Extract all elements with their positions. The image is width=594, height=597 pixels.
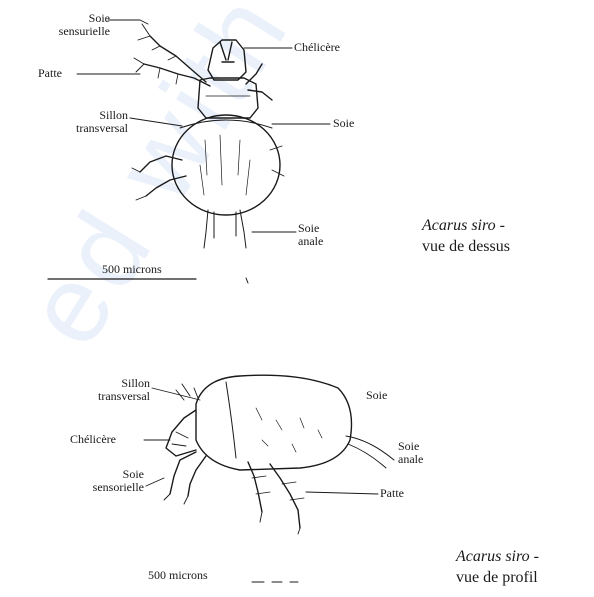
caption-side-view: Acarus siro - vue de profil bbox=[456, 546, 539, 588]
scale-label-side: 500 microns bbox=[148, 568, 208, 583]
caption-view-top: vue de dessus bbox=[422, 238, 510, 255]
caption-view-side: vue de profil bbox=[456, 569, 538, 586]
label-soie-anale-top: Soie anale bbox=[298, 222, 323, 248]
label-sillon-transversal-top: Sillon transversal bbox=[30, 109, 128, 135]
mite-top-view bbox=[48, 20, 330, 283]
caption-species-top: Acarus siro - bbox=[422, 215, 510, 236]
mite-side-view bbox=[144, 375, 394, 582]
label-soie-sensorielle-top: Soie sensurielle bbox=[10, 12, 110, 38]
label-soie-side: Soie bbox=[366, 389, 387, 402]
caption-top-view: Acarus siro - vue de dessus bbox=[422, 215, 510, 257]
label-soie-anale-side: Soie anale bbox=[398, 440, 423, 466]
label-patte-top: Patte bbox=[38, 67, 62, 80]
label-soie-top: Soie bbox=[333, 117, 354, 130]
caption-species-side: Acarus siro - bbox=[456, 546, 539, 567]
label-chelicere-side: Chélicère bbox=[70, 433, 116, 446]
label-sillon-transversal-side: Sillon transversal bbox=[50, 377, 150, 403]
label-patte-side: Patte bbox=[380, 487, 404, 500]
label-soie-sensorielle-side: Soie sensorielle bbox=[44, 468, 144, 494]
label-chelicere-top: Chélicère bbox=[294, 41, 340, 54]
scale-label-top: 500 microns bbox=[102, 262, 162, 277]
